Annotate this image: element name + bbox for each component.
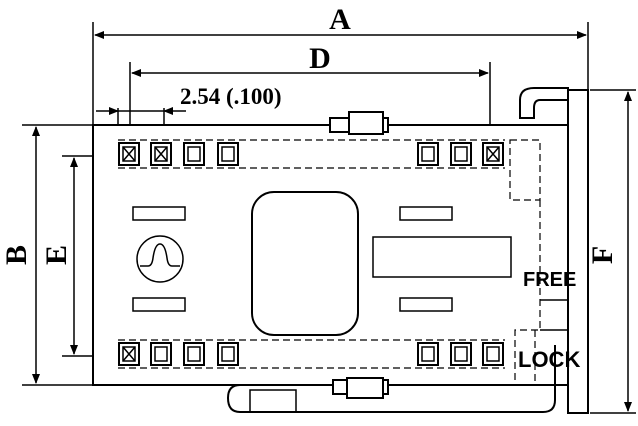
pin <box>217 342 239 366</box>
pin <box>118 342 140 366</box>
hidden-outline <box>509 139 541 385</box>
pin-row-bottom <box>118 339 505 369</box>
pin <box>183 342 205 366</box>
pin <box>482 142 504 166</box>
pin <box>482 342 504 366</box>
free-label: FREE <box>523 269 576 291</box>
dimension-a: A <box>92 3 589 125</box>
dimension-e-label: E <box>40 245 73 265</box>
top-latch <box>329 111 389 135</box>
pin <box>450 342 472 366</box>
dimension-pitch: 2.54 (.100) <box>96 84 282 140</box>
pin <box>417 142 439 166</box>
upper-left-slot <box>132 206 186 221</box>
dimension-a-label: A <box>329 3 351 36</box>
dimension-f-label: F <box>586 246 619 264</box>
right-recess <box>372 236 512 278</box>
bottom-clip <box>226 345 556 413</box>
dimension-d: D <box>129 42 491 140</box>
upper-right-slot <box>399 206 453 221</box>
dimension-f: F <box>586 89 636 414</box>
pin <box>217 142 239 166</box>
pin <box>450 142 472 166</box>
pin <box>150 342 172 366</box>
pin <box>118 142 140 166</box>
dimension-d-label: D <box>309 42 331 75</box>
pin <box>183 142 205 166</box>
pin <box>150 142 172 166</box>
dimension-e: E <box>40 155 120 357</box>
dimension-b-label: B <box>0 245 33 265</box>
pin-row-top <box>118 139 505 169</box>
sine-wave-in-circle-icon <box>136 235 184 283</box>
dimension-b: B <box>0 124 93 386</box>
lock-label: LOCK <box>518 347 580 372</box>
inner-features <box>132 191 512 336</box>
lower-left-slot <box>132 297 186 312</box>
dimension-pitch-label: 2.54 (.100) <box>180 84 282 109</box>
mounting-bracket <box>519 87 589 414</box>
center-window <box>251 191 359 336</box>
pin <box>417 342 439 366</box>
lower-right-slot <box>399 297 453 312</box>
